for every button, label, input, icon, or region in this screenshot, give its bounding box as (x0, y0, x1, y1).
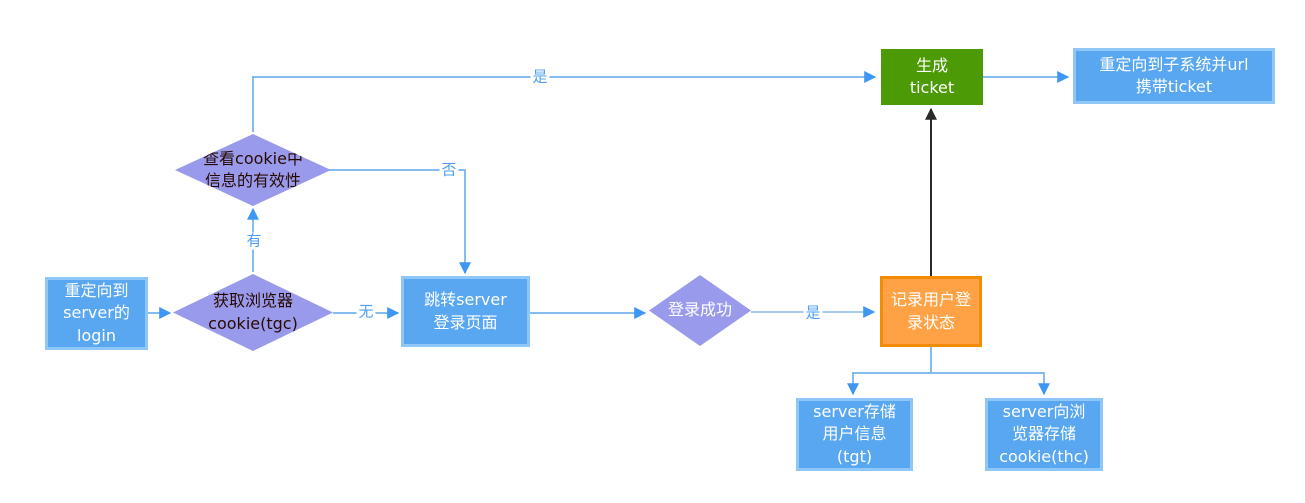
node-server-store-cookie: server向浏 览器存储 cookie(thc) (985, 398, 1103, 471)
edge-label-none: 无 (356, 302, 376, 321)
edge-check-yes-to-ticket (252, 71, 877, 132)
edge-record-to-store-cookie (931, 372, 1050, 396)
node-server-store-tgt: server存储 用户信息 (tgt) (796, 398, 913, 471)
edge-label-no: 否 (439, 160, 459, 179)
edge-label-has: 有 (244, 231, 264, 250)
edge-record-to-store-tgt (847, 347, 932, 396)
node-redirect-server-login: 重定向到 server的 login (45, 277, 148, 350)
edge-label-yes-top: 是 (530, 67, 550, 86)
node-redirect-subsystem-ticket: 重定向到子系统并url 携带ticket (1073, 48, 1275, 104)
node-record-login-status: 记录用户登 录状态 (880, 276, 982, 347)
node-jump-server-login-page: 跳转server 登录页面 (401, 276, 530, 347)
edge-label-yes-right: 是 (803, 303, 823, 322)
edge-check-no-to-jump (327, 169, 471, 275)
node-generate-ticket: 生成 ticket (881, 49, 983, 105)
